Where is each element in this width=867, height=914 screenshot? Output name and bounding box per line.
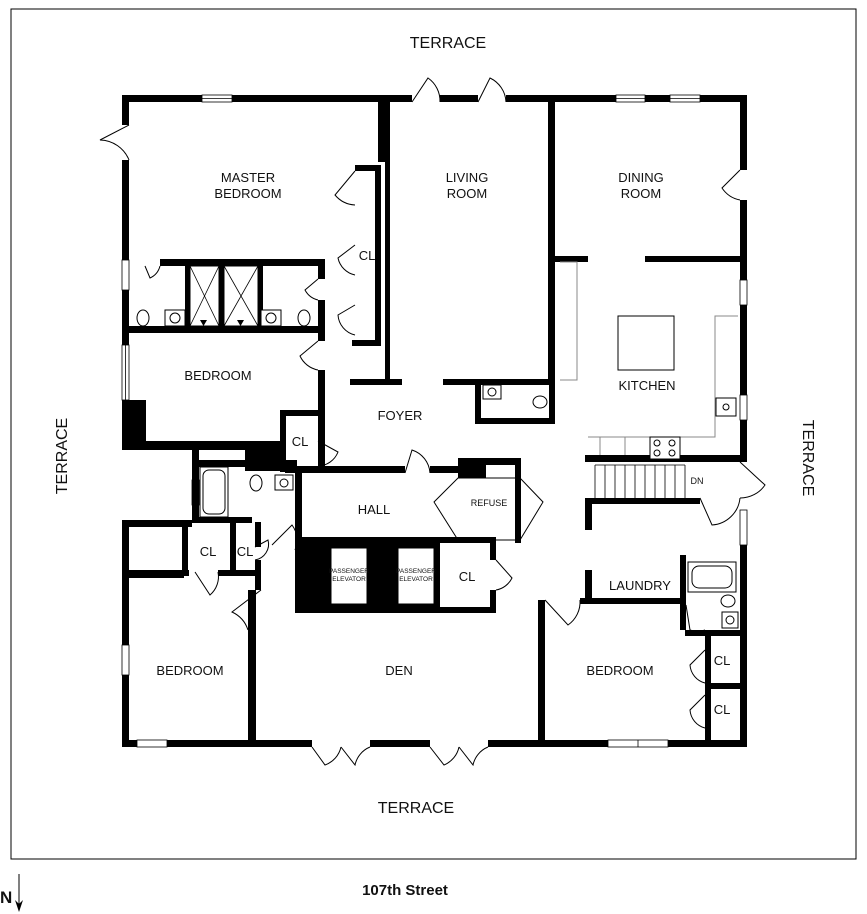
terrace-north-label: TERRACE — [410, 35, 486, 52]
terrace-south-label: TERRACE — [378, 800, 454, 817]
room-living-room-line1: LIVING — [446, 170, 489, 185]
fixtures — [136, 261, 739, 629]
room-bedroom-west: BEDROOM — [184, 368, 251, 383]
north-arrow-icon — [15, 874, 23, 912]
plan-border — [10, 8, 857, 860]
room-refuse: REFUSE — [471, 498, 508, 508]
room-kitchen: KITCHEN — [618, 378, 675, 393]
elevator-label-line2: ELEVATOR — [399, 576, 433, 583]
room-den: DEN — [385, 663, 412, 678]
elevator-label-line1: PASSENGER — [396, 568, 436, 575]
room-bedroom-southwest: BEDROOM — [156, 663, 223, 678]
closet-label: CL — [200, 544, 217, 559]
room-foyer: FOYER — [378, 408, 423, 423]
elevator-label-line2: ELEVATOR — [332, 576, 366, 583]
room-master-bedroom-line1: MASTER — [221, 170, 275, 185]
doors — [99, 77, 766, 767]
closet-label: CL — [459, 569, 476, 584]
windows — [121, 94, 748, 748]
room-dining-room-line1: DINING — [618, 170, 664, 185]
closet-label: CL — [714, 702, 731, 717]
elevator-label-line1: PASSENGER — [329, 568, 369, 575]
room-hall: HALL — [358, 502, 391, 517]
north-label: N — [0, 888, 12, 907]
room-master-bedroom-line2: BEDROOM — [214, 186, 281, 201]
closet-label: CL — [714, 653, 731, 668]
room-bedroom-southeast: BEDROOM — [586, 663, 653, 678]
closet-label: CL — [237, 544, 254, 559]
closet-label: CL — [359, 248, 376, 263]
street-label: 107th Street — [362, 882, 448, 899]
room-dining-room-line2: ROOM — [621, 186, 661, 201]
terrace-west-label: TERRACE — [54, 418, 71, 494]
stairs-down-label: DN — [691, 476, 704, 486]
room-laundry: LAUNDRY — [609, 578, 671, 593]
terrace-east-label: TERRACE — [799, 420, 816, 496]
room-living-room-line2: ROOM — [447, 186, 487, 201]
closet-label: CL — [292, 434, 309, 449]
